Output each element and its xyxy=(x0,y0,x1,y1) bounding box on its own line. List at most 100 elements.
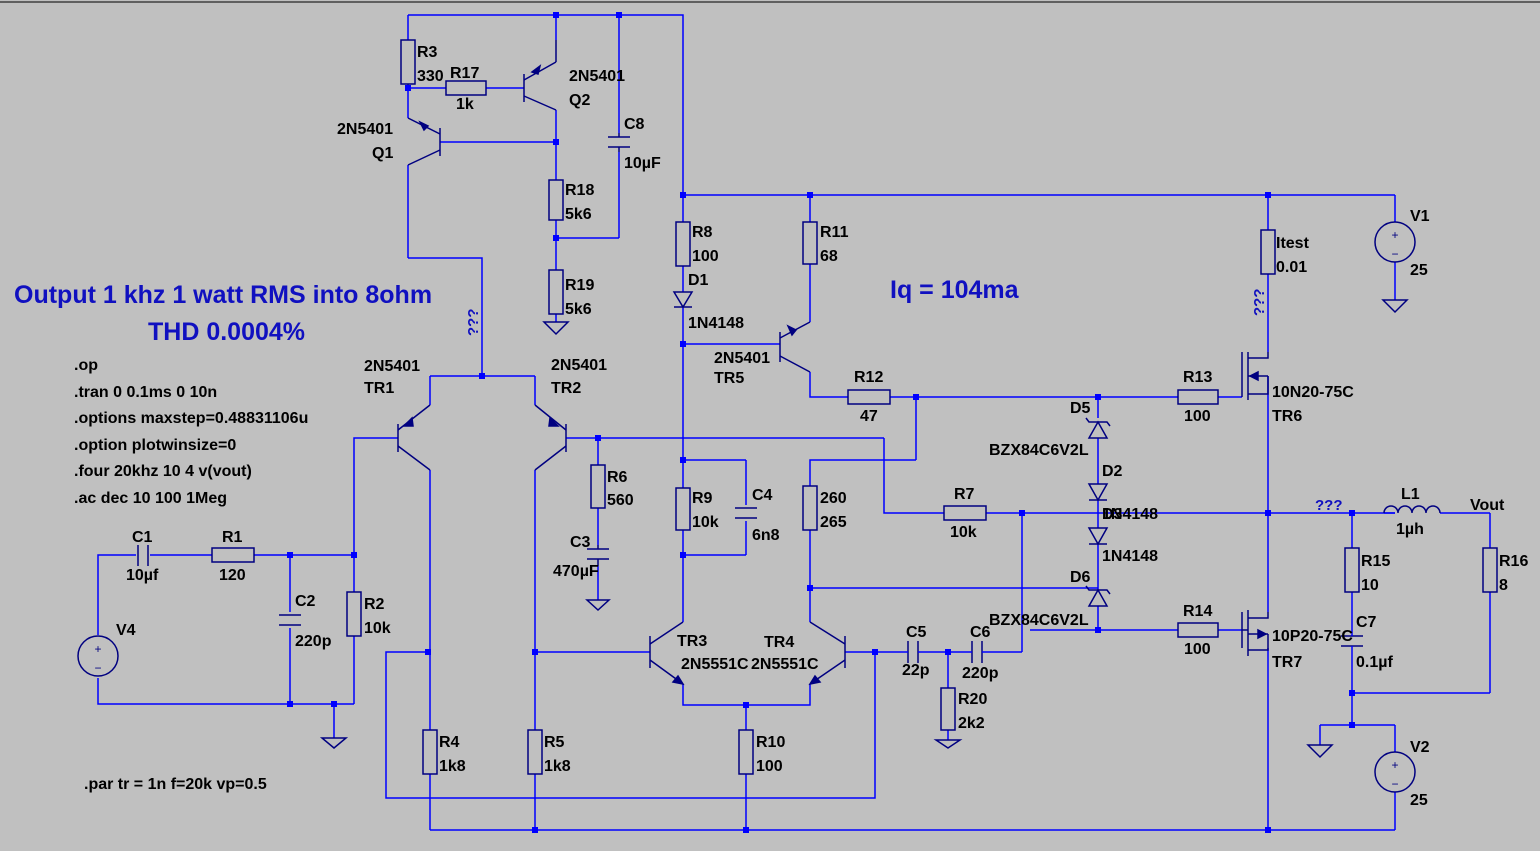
ref-label: Q1 xyxy=(372,145,393,162)
ref-label: R7 xyxy=(954,486,975,503)
value-label: 330 xyxy=(417,68,444,85)
component-labels: R3 330 R17 1k 2N5401 Q2 2N5401 Q1 C8 10µ… xyxy=(116,44,1528,809)
value-label: 10P20-75C xyxy=(1272,628,1353,645)
value-label: 265 xyxy=(820,514,847,531)
resistor-R13 xyxy=(1177,389,1219,405)
capacitor-C1 xyxy=(137,545,149,566)
resistor-Itest xyxy=(1260,229,1276,275)
ref-label: R9 xyxy=(692,490,713,507)
transistor-TR2 xyxy=(534,404,567,471)
diode-D3 xyxy=(1087,527,1109,546)
unknown-marker: ??? xyxy=(1251,289,1268,317)
value-label: 100 xyxy=(756,758,783,775)
svg-text:−: − xyxy=(94,661,101,675)
directive-four[interactable]: .four 20khz 10 4 v(vout) xyxy=(74,463,252,480)
value-label: 1µh xyxy=(1396,521,1424,538)
directive-plotwinsize[interactable]: .option plotwinsize=0 xyxy=(74,437,236,454)
inductor-L1[interactable] xyxy=(1383,505,1441,514)
ref-label: TR2 xyxy=(551,380,581,397)
svg-text:+: + xyxy=(94,642,101,656)
ref-label: C7 xyxy=(1356,614,1377,631)
ref-label: TR7 xyxy=(1272,654,1302,671)
directive-par[interactable]: .par tr = 1n f=20k vp=0.5 xyxy=(84,776,267,793)
ground-icon xyxy=(319,737,349,749)
ref-label: C8 xyxy=(624,116,645,133)
ref-label: R18 xyxy=(565,182,594,199)
ref-label: TR3 xyxy=(677,633,707,650)
value-label: 2N5401 xyxy=(569,68,625,85)
ref-label: TR5 xyxy=(714,370,744,387)
transistors[interactable] xyxy=(397,40,846,686)
ref-label: D5 xyxy=(1070,400,1091,417)
value-label: 10k xyxy=(950,524,977,541)
ref-label: R8 xyxy=(692,224,713,241)
value-label: 560 xyxy=(607,492,634,509)
ref-label: R12 xyxy=(854,369,883,386)
capacitor-C6 xyxy=(966,641,990,663)
transistor-TR1 xyxy=(397,404,431,471)
mosfet-TR7 xyxy=(1241,610,1269,656)
resistor-R9 xyxy=(675,487,691,531)
value-label: 68 xyxy=(820,248,838,265)
ref-label: Q2 xyxy=(569,92,590,109)
ref-label: D2 xyxy=(1102,463,1123,480)
value-label: 0.1µf xyxy=(1356,654,1393,671)
transistor-TR4 xyxy=(808,621,846,686)
ref-label: R5 xyxy=(544,734,565,751)
value-label: 25 xyxy=(1410,792,1428,809)
value-label: 25 xyxy=(1410,262,1428,279)
thd-annotation: THD 0.0004% xyxy=(148,318,305,346)
value-label: 2N5401 xyxy=(551,357,607,374)
transistor-Q2 xyxy=(523,40,557,111)
value-label: 120 xyxy=(219,567,246,584)
ref-label: D1 xyxy=(688,272,709,289)
resistor-R16 xyxy=(1482,547,1498,593)
directive-op[interactable]: .op xyxy=(74,357,98,374)
ref-label: R2 xyxy=(364,596,385,613)
diode-D5 xyxy=(1085,417,1111,439)
ref-label: C1 xyxy=(132,529,153,546)
svg-text:−: − xyxy=(1391,777,1398,791)
voltage-source-V4: +− xyxy=(77,635,119,677)
mosfet-TR6 xyxy=(1241,352,1269,400)
value-label: 10k xyxy=(692,514,719,531)
directive-ac[interactable]: .ac dec 10 100 1Meg xyxy=(74,490,227,507)
resistor-R8 xyxy=(675,221,691,267)
resistors[interactable] xyxy=(211,39,1498,775)
capacitor-C8 xyxy=(608,133,630,152)
resistor-R3 xyxy=(400,39,416,85)
ground-icon xyxy=(1381,299,1409,314)
value-label: 2N5401 xyxy=(364,358,420,375)
directive-tran[interactable]: .tran 0 0.1ms 0 10n xyxy=(74,384,217,401)
diodes[interactable] xyxy=(672,291,1111,607)
diode-D1 xyxy=(672,291,694,309)
value-label: 10µf xyxy=(126,567,159,584)
ref-label: L1 xyxy=(1401,486,1420,503)
voltage-source-V2: +− xyxy=(1374,751,1416,793)
capacitor-C3 xyxy=(587,545,609,566)
directive-options[interactable]: .options maxstep=0.48831106u xyxy=(74,410,308,427)
transistor-TR3 xyxy=(649,621,685,686)
value-label: BZX84C6V2L xyxy=(989,612,1089,629)
ref-label: R17 xyxy=(450,65,479,82)
value-label: 2N5551C xyxy=(681,656,749,673)
value-label: 5k6 xyxy=(565,301,592,318)
sources[interactable]: +− +− +− xyxy=(77,221,1416,793)
svg-text:+: + xyxy=(1391,758,1398,772)
unknown-marker: ??? xyxy=(1315,497,1343,514)
ref-label: R4 xyxy=(439,734,460,751)
value-label: 470µF xyxy=(553,563,599,580)
value-label: 100 xyxy=(1184,641,1211,658)
capacitors[interactable] xyxy=(137,133,1363,663)
value-label: 220p xyxy=(295,633,332,650)
resistor-R14 xyxy=(1177,622,1219,638)
capacitor-C5 xyxy=(904,641,928,663)
ground-icon xyxy=(1306,744,1334,759)
mosfets[interactable] xyxy=(1241,352,1269,656)
resistor-R4 xyxy=(422,729,438,775)
output-title: Output 1 khz 1 watt RMS into 8ohm xyxy=(14,281,432,309)
ref-label: TR1 xyxy=(364,380,394,397)
ref-label: V1 xyxy=(1410,208,1430,225)
ref-label: R3 xyxy=(417,44,438,61)
